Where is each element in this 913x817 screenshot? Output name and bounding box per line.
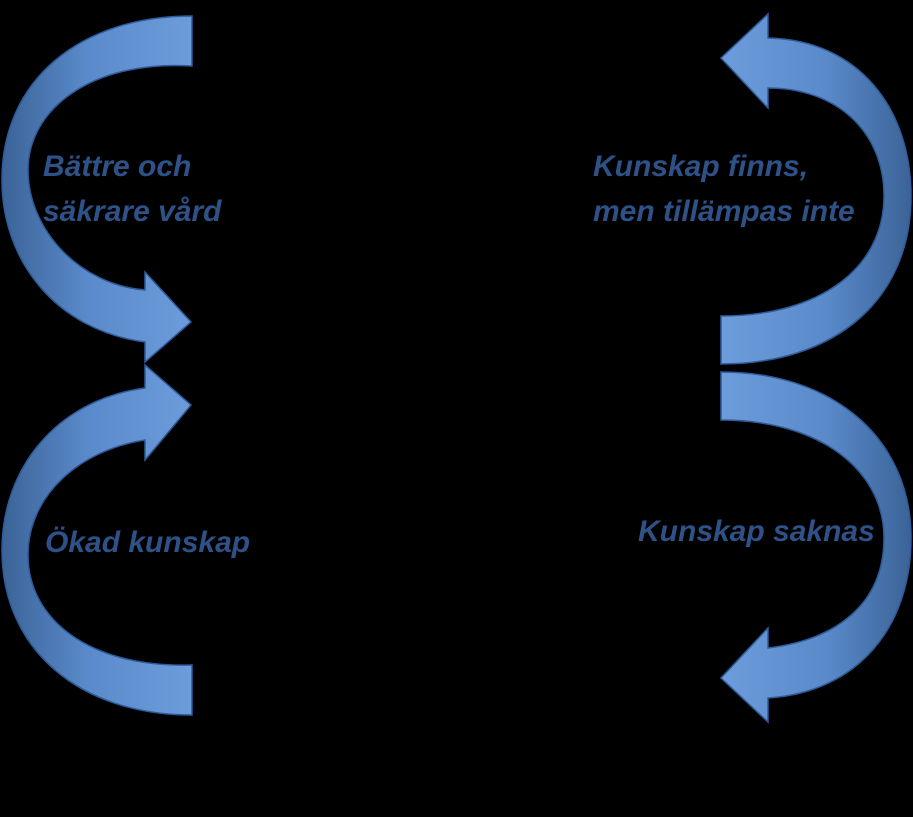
label-increased-knowledge: Ökad kunskap bbox=[45, 526, 251, 559]
label-better-safer-care: Bättre och säkrare vård bbox=[43, 150, 222, 228]
arrow-top-left bbox=[1, 15, 193, 364]
arrow-bottom-right bbox=[719, 371, 912, 724]
label-knowledge-not-applied: Kunskap finns, men tillämpas inte bbox=[593, 150, 855, 228]
arrow-top-right bbox=[719, 12, 912, 365]
label-knowledge-missing: Kunskap saknas bbox=[638, 515, 875, 548]
arrow-bottom-left bbox=[1, 363, 193, 716]
